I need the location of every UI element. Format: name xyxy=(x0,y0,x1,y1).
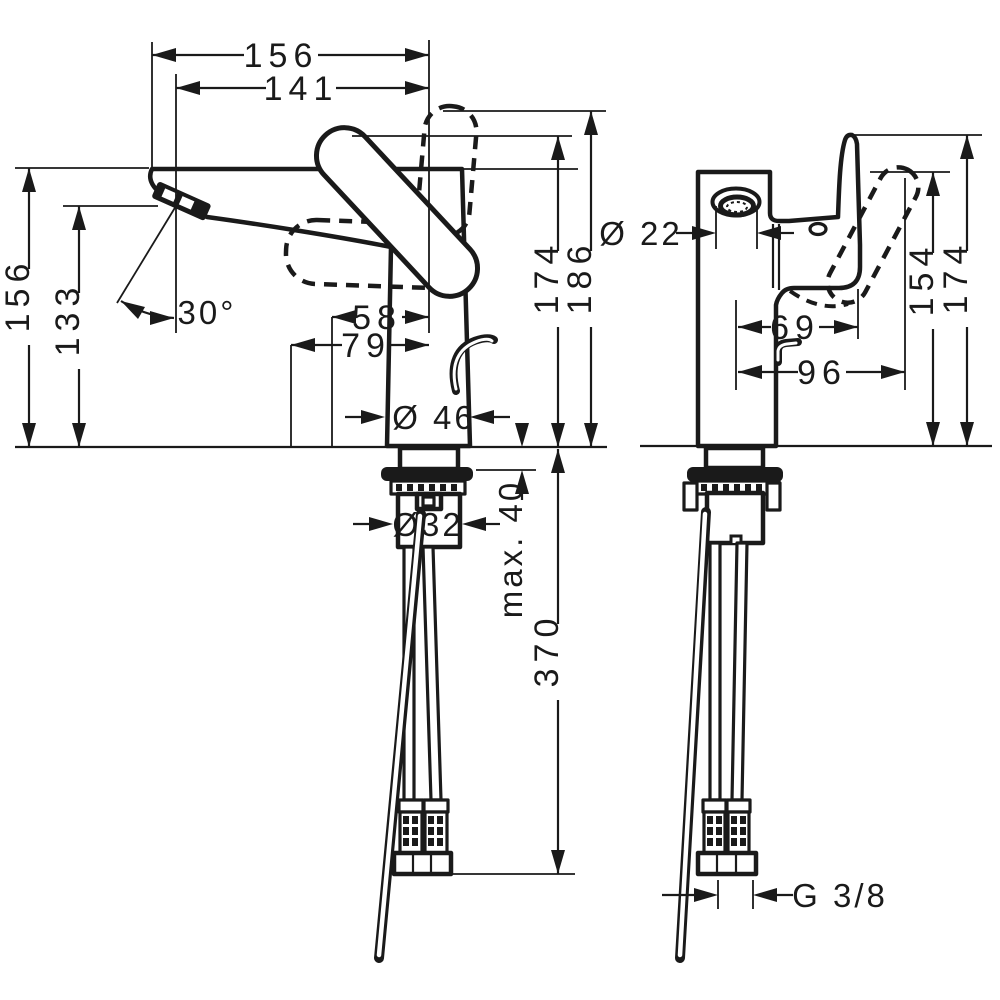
dimension-layer: 156 141 156 133 30° 58 79 Ø 46 174 186 Ø… xyxy=(0,37,992,914)
braid-segments xyxy=(403,816,443,846)
dim-spout-reach: 141 xyxy=(264,70,339,108)
hose-collar-right xyxy=(422,798,450,814)
dim-max-counter-thickness: max. 40 xyxy=(492,480,529,618)
dim-height-to-handle-tip: 154 xyxy=(903,242,941,317)
cartridge-pin-hole xyxy=(808,221,828,237)
aerator xyxy=(152,182,211,221)
mounting-flange-side xyxy=(687,467,783,482)
faucet-body-side xyxy=(695,132,863,449)
mounting-tab-right xyxy=(765,481,782,512)
rod-guide-notch xyxy=(421,495,436,508)
hose-nuts-side xyxy=(695,850,759,877)
popup-pull-rod-side-core xyxy=(677,511,708,958)
popup-pull-rod-core xyxy=(376,513,423,958)
dim-handle-offset-overall: 96 xyxy=(797,354,847,392)
dim-base-diameter: Ø 46 xyxy=(392,399,476,436)
dim-spout-reach-overall: 156 xyxy=(244,37,319,75)
dim-tailpiece-diameter: Ø32 xyxy=(392,506,463,543)
dim-handle-offset: 69 xyxy=(770,309,820,347)
dim-spout-height: 133 xyxy=(49,282,87,357)
hose-nuts xyxy=(391,850,454,877)
supply-tube-front xyxy=(708,541,722,802)
handle-lever xyxy=(313,125,481,299)
dim-height-to-handle: 174 xyxy=(528,240,566,315)
dim-height-overall-front: 186 xyxy=(561,240,599,315)
dim-supply-thread: G 3/8 xyxy=(792,877,888,914)
aerator-inner-ring xyxy=(726,201,748,213)
popup-lever-core xyxy=(452,337,494,391)
dim-handle-clearance: 58 xyxy=(352,299,402,337)
tailpiece-notch xyxy=(729,534,743,543)
handle-swung-dashed xyxy=(825,165,921,305)
hose-collar xyxy=(701,798,728,814)
hose-collar-left xyxy=(397,798,425,814)
popup-lever-side-core xyxy=(776,341,798,362)
dim-hose-length: 370 xyxy=(528,613,566,688)
supply-tube-back xyxy=(730,541,749,802)
mounting-shank-side xyxy=(703,445,766,471)
front-view xyxy=(148,103,498,963)
side-view xyxy=(675,132,921,963)
mounting-flange xyxy=(381,467,473,481)
dim-spout-height-overall: 156 xyxy=(0,258,37,333)
dim-height-overall-side: 174 xyxy=(937,240,975,315)
dim-spout-outlet-diameter: Ø 22 xyxy=(599,215,683,252)
dimension-arrows xyxy=(22,48,974,902)
dim-spout-angle: 30° xyxy=(178,294,237,331)
aerator-mid-ring xyxy=(718,194,756,218)
mounting-shank xyxy=(397,445,461,472)
mounting-tab-left xyxy=(682,481,699,512)
handle-sweep-dashed xyxy=(788,289,849,309)
braid-segments-side xyxy=(707,816,746,846)
dim-handle-clearance-overall: 79 xyxy=(341,327,391,365)
supply-tube-right xyxy=(421,545,443,802)
hose-collar xyxy=(725,798,752,814)
nut-serrations xyxy=(396,484,457,491)
